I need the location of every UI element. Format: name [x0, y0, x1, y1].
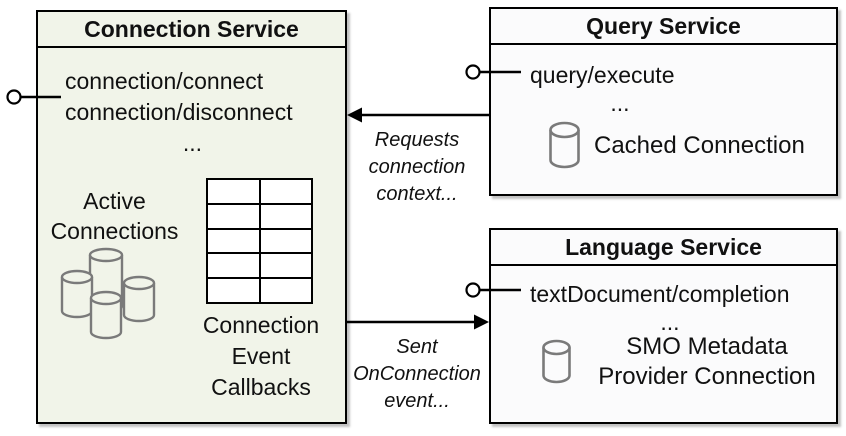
methods-ellipsis: ... — [610, 90, 630, 116]
method-connection-disconnect: connection/disconnect — [65, 99, 293, 125]
connection-service-title: Connection Service — [38, 12, 345, 48]
smo-metadata-provider-connection-item: SMO Metadata Provider Connection — [541, 332, 828, 392]
language-service-box: Language Service textDocument/completion… — [489, 228, 838, 424]
method-query-execute: query/execute — [530, 62, 675, 88]
cached-connection-item: Cached Connection — [548, 121, 805, 170]
table-cell — [260, 204, 311, 228]
connection-service-methods: connection/connect connection/disconnect… — [65, 66, 320, 159]
smo-metadata-provider-connection-label: SMO Metadata Provider Connection — [598, 333, 816, 390]
table-cell — [208, 204, 259, 228]
method-connection-connect: connection/connect — [65, 68, 264, 94]
sent-onconnection-event-label: Sent OnConnection event... — [353, 336, 481, 412]
table-cell — [260, 180, 311, 203]
sent-onconnection-arrow — [347, 314, 489, 330]
table-cell — [208, 229, 259, 253]
cached-connection-label: Cached Connection — [594, 131, 805, 159]
database-icon — [549, 121, 580, 169]
table-cell — [260, 279, 311, 302]
query-service-title: Query Service — [491, 9, 836, 45]
method-textdocument-completion: textDocument/completion — [530, 281, 790, 307]
requests-connection-context-label: Requests connection context... — [368, 129, 466, 205]
database-icon — [122, 283, 156, 323]
query-service-box: Query Service query/execute ... Cached C… — [489, 7, 838, 196]
database-cluster-icon — [60, 247, 156, 340]
table-cell — [208, 254, 259, 278]
table-cell — [208, 180, 259, 203]
callbacks-table-icon — [206, 178, 313, 304]
language-service-methods: textDocument/completion ... — [530, 280, 810, 336]
table-cell — [208, 279, 259, 302]
requests-connection-arrow — [347, 107, 489, 123]
active-connections-label: Active Connections — [50, 188, 179, 244]
table-cell — [260, 229, 311, 253]
database-icon — [542, 339, 571, 384]
query-service-methods: query/execute ... — [530, 61, 710, 117]
methods-ellipsis: ... — [660, 309, 680, 335]
methods-ellipsis: ... — [182, 130, 203, 156]
language-service-title: Language Service — [491, 230, 836, 266]
connection-event-callbacks-label: Connection Event Callbacks — [202, 312, 320, 400]
table-cell — [260, 254, 311, 278]
connection-service-box: Connection Service connection/connect co… — [36, 10, 347, 424]
database-icon — [89, 298, 123, 340]
